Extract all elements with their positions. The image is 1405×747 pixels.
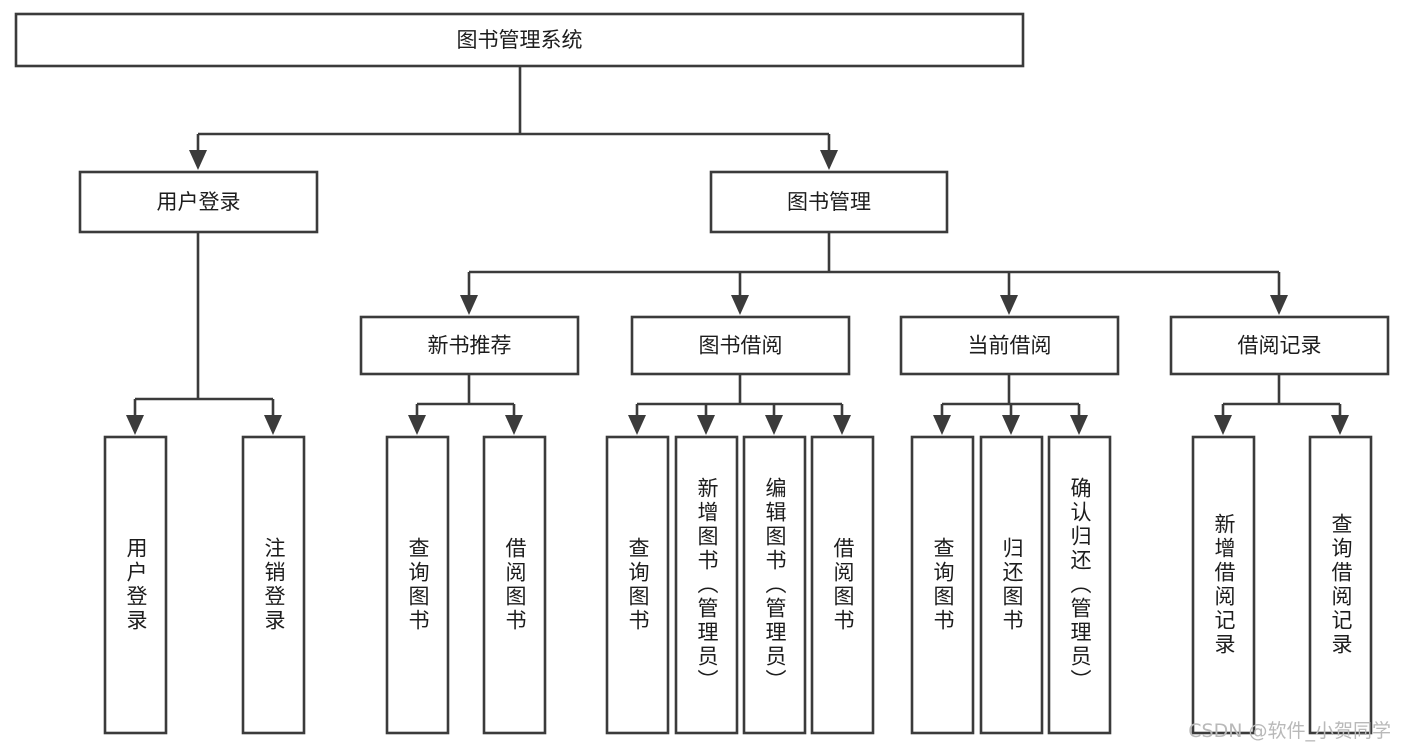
node-box-new-book-recommend[interactable] (359, 315, 580, 376)
node-label-new-book-recommend: 新书推荐 (428, 334, 512, 358)
node-box-leaf-edit-book-admin[interactable] (742, 435, 807, 735)
arrow-head-icon (126, 415, 144, 435)
node-box-user-login[interactable] (78, 170, 319, 234)
node-label-borrow-record: 借阅记录 (1238, 334, 1322, 358)
node-box-leaf-borrow-book-recommend[interactable] (482, 435, 547, 735)
node-box-borrow-record[interactable] (1169, 315, 1390, 376)
arrow-head-icon (408, 415, 426, 435)
node-box-leaf-query-borrow-record[interactable] (1308, 435, 1373, 735)
arrow-head-icon (933, 415, 951, 435)
node-box-leaf-return-book[interactable] (979, 435, 1044, 735)
watermark-text: CSDN @软件_小贺同学 (1188, 720, 1391, 742)
arrow-head-icon (1070, 415, 1088, 435)
arrow-head-icon (189, 150, 207, 170)
connectors-group (126, 66, 1349, 435)
arrow-head-icon (1331, 415, 1349, 435)
node-box-leaf-query-book-current[interactable] (910, 435, 975, 735)
arrow-head-icon (697, 415, 715, 435)
node-label-user-login: 用户登录 (157, 190, 241, 214)
arrow-head-icon (1000, 295, 1018, 315)
node-box-leaf-confirm-return-admin[interactable] (1047, 435, 1112, 735)
node-boxes-group (14, 12, 1390, 735)
arrow-head-icon (1002, 415, 1020, 435)
node-label-book-borrow: 图书借阅 (699, 334, 783, 358)
node-box-leaf-logout-login[interactable] (241, 435, 306, 735)
arrow-head-icon (460, 295, 478, 315)
node-box-leaf-query-book-borrow[interactable] (605, 435, 670, 735)
node-box-leaf-add-book-admin[interactable] (674, 435, 739, 735)
arrow-head-icon (264, 415, 282, 435)
arrow-head-icon (731, 295, 749, 315)
node-box-current-borrow[interactable] (899, 315, 1120, 376)
arrow-head-icon (833, 415, 851, 435)
node-label-book-manage: 图书管理 (787, 190, 871, 214)
node-box-leaf-user-login[interactable] (103, 435, 168, 735)
node-label-current-borrow: 当前借阅 (968, 334, 1052, 358)
arrow-head-icon (820, 150, 838, 170)
node-box-leaf-add-borrow-record[interactable] (1191, 435, 1256, 735)
arrow-head-icon (1270, 295, 1288, 315)
arrow-head-icon (505, 415, 523, 435)
arrow-head-icon (765, 415, 783, 435)
node-box-leaf-borrow-book[interactable] (810, 435, 875, 735)
node-box-book-manage[interactable] (709, 170, 949, 234)
node-box-book-borrow[interactable] (630, 315, 851, 376)
arrow-head-icon (628, 415, 646, 435)
node-box-root[interactable] (14, 12, 1025, 68)
node-box-leaf-query-book-recommend[interactable] (385, 435, 450, 735)
arrow-head-icon (1214, 415, 1232, 435)
node-label-root: 图书管理系统 (457, 28, 583, 52)
